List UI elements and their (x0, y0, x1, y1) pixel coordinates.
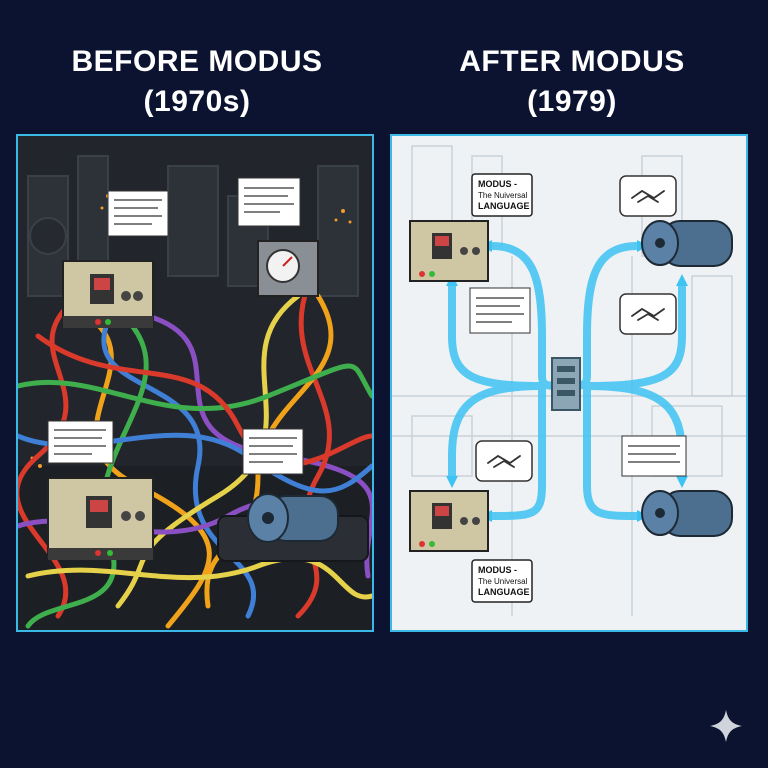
modus-label-bottom-line1: MODUS - (478, 565, 517, 575)
sparkle-icon (710, 710, 742, 742)
speech-bubble (237, 177, 301, 227)
modus-label-top-line2: The Nuiversal (478, 191, 528, 200)
electric-motor (641, 220, 733, 267)
speech-bubble (107, 190, 169, 237)
after-heading: AFTER MODUS (1979) (422, 42, 722, 122)
pressure-gauge (257, 240, 319, 297)
tangled-cables (18, 283, 372, 629)
speech-bubble (469, 287, 531, 334)
modus-label-top-line3: LANGUAGE (478, 201, 530, 211)
after-panel: MODUS - The Nuiversal LANGUAGE MODUS - T… (390, 134, 748, 632)
before-illustration (18, 136, 372, 630)
electric-motor (217, 493, 369, 562)
controller-box-top (409, 220, 489, 282)
speech-bubble (621, 435, 687, 477)
controller-box-bottom (47, 477, 154, 560)
data-flow-paths (448, 242, 686, 520)
modus-label-bottom-line3: LANGUAGE (478, 587, 530, 597)
electric-motor (641, 490, 733, 537)
central-hub (551, 357, 581, 411)
modus-label-bottom: MODUS - The Universal LANGUAGE (471, 559, 533, 603)
after-subtitle: (1979) (527, 85, 617, 118)
before-heading: BEFORE MODUS (1970s) (47, 42, 347, 122)
controller-box-top (62, 260, 154, 328)
modus-label-top: MODUS - The Nuiversal LANGUAGE (471, 173, 533, 217)
modus-label-top-line1: MODUS - (478, 179, 517, 189)
before-panel (16, 134, 374, 632)
speech-bubble (242, 428, 304, 475)
speech-bubble (47, 420, 114, 464)
controller-box-bottom (409, 490, 489, 552)
modus-label-bottom-line2: The Universal (478, 577, 528, 586)
after-title: AFTER MODUS (459, 45, 685, 78)
after-illustration: MODUS - The Nuiversal LANGUAGE MODUS - T… (392, 136, 746, 630)
before-title: BEFORE MODUS (71, 45, 323, 78)
before-subtitle: (1970s) (143, 85, 251, 118)
